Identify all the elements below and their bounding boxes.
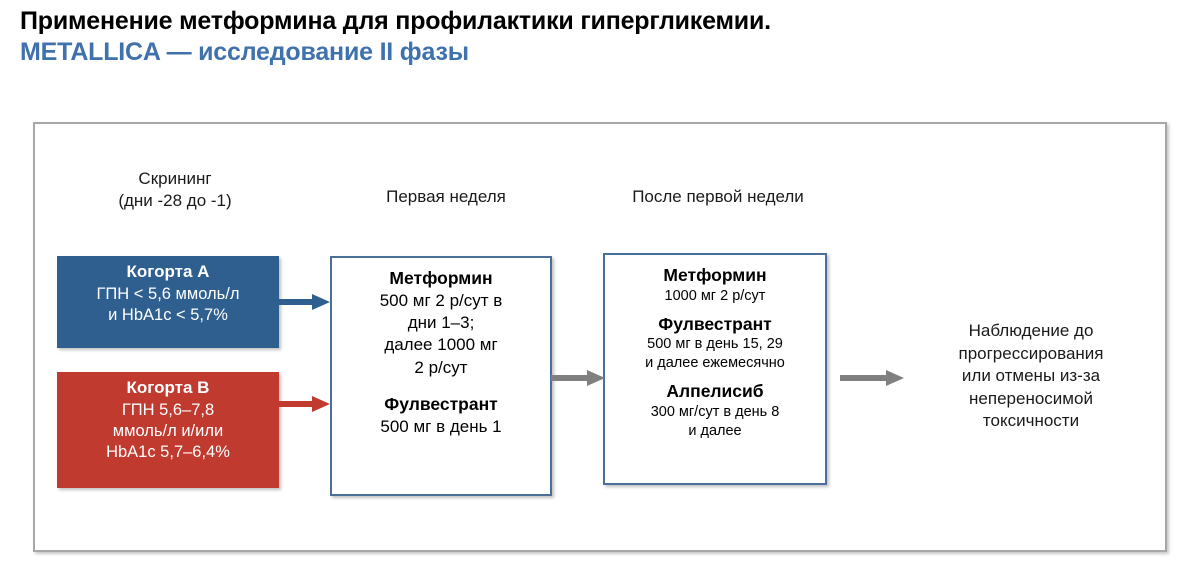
arrow-shaft — [840, 375, 888, 381]
column-header-screening: Скрининг (дни -28 до -1) — [57, 168, 293, 212]
after-week-drug-2-name: Фулвестрант — [658, 313, 772, 334]
arrow-head — [587, 370, 605, 386]
arrow-shaft — [551, 375, 589, 381]
page-title-line-1: Применение метформина для профилактики г… — [20, 7, 771, 35]
spacer — [605, 373, 825, 380]
column-header-screening-line-2: (дни -28 до -1) — [118, 190, 232, 210]
after-week-drug-1-dose-line-1: 1000 мг 2 р/сут — [664, 287, 766, 304]
arrow-head — [886, 370, 904, 386]
observation-line-4: непереносимой — [969, 388, 1093, 408]
spacer — [332, 379, 550, 393]
first-week-drug-1-dose-line-1: 500 мг 2 р/сут в — [379, 290, 503, 310]
after-week-drug-2-dose-line-2: и далее ежемесячно — [645, 355, 785, 372]
cohort-b-criterion-2: ммоль/л и/или — [112, 422, 224, 441]
observation-followup-text: Наблюдение до прогрессирования или отмен… — [900, 320, 1162, 433]
observation-line-1: Наблюдение до — [968, 321, 1094, 340]
after-week-drug-2-dose-line-1: 500 мг в день 15, 29 — [647, 336, 783, 353]
observation-line-2: прогрессирования — [958, 343, 1104, 363]
arrow-head — [312, 396, 330, 412]
after-first-week-treatment-box: Метформин 1000 мг 2 р/сут Фулвестрант 50… — [603, 253, 827, 485]
cohort-b-box: Когорта В ГПН 5,6–7,8 ммоль/л и/или HbA1… — [57, 372, 279, 488]
after-week-drug-3-name: Алпелисиб — [666, 381, 764, 402]
cohort-a-box: Когорта А ГПН < 5,6 ммоль/л и HbA1c < 5,… — [57, 256, 279, 348]
column-header-after-first-week: После первой недели — [632, 187, 804, 206]
column-header-first-week: Первая неделя — [386, 187, 506, 206]
first-week-drug-1-dose-line-2: дни 1–3; — [407, 313, 475, 333]
first-week-drug-1-name: Метформин — [389, 268, 493, 288]
cohort-b-title: Когорта В — [126, 378, 210, 397]
page-title-line-2: METALLICA — исследование II фазы — [20, 37, 469, 66]
first-week-drug-1-dose-line-4: 2 р/сут — [414, 357, 468, 377]
first-week-drug-1-dose-line-3: далее 1000 мг — [384, 335, 498, 355]
arrow-shaft — [268, 299, 314, 305]
first-week-drug-2-name: Фулвестрант — [384, 393, 498, 414]
cohort-a-criterion-1: ГПН < 5,6 ммоль/л — [96, 285, 240, 304]
cohort-b-criterion-1: ГПН 5,6–7,8 — [121, 401, 215, 420]
after-week-drug-1-name: Метформин — [663, 265, 767, 285]
spacer — [605, 306, 825, 313]
after-week-drug-3-dose-line-1: 300 мг/сут в день 8 — [650, 403, 780, 420]
arrow-head — [312, 294, 330, 310]
column-header-screening-line-1: Скрининг — [138, 169, 212, 188]
after-week-drug-3-dose-line-2: и далее — [688, 422, 742, 439]
cohort-b-criterion-3: HbA1c 5,7–6,4% — [106, 443, 230, 462]
page-title: Применение метформина для профилактики г… — [20, 6, 1180, 67]
observation-line-3: или отмены из-за — [961, 366, 1101, 386]
cohort-a-criterion-2: и HbA1c < 5,7% — [108, 306, 228, 325]
first-week-treatment-box: Метформин 500 мг 2 р/сут в дни 1–3; дале… — [330, 256, 552, 496]
arrow-shaft — [268, 401, 314, 407]
first-week-drug-2-dose-line-1: 500 мг в день 1 — [380, 416, 502, 436]
observation-line-5: токсичности — [982, 411, 1080, 431]
cohort-a-title: Когорта А — [126, 262, 210, 281]
